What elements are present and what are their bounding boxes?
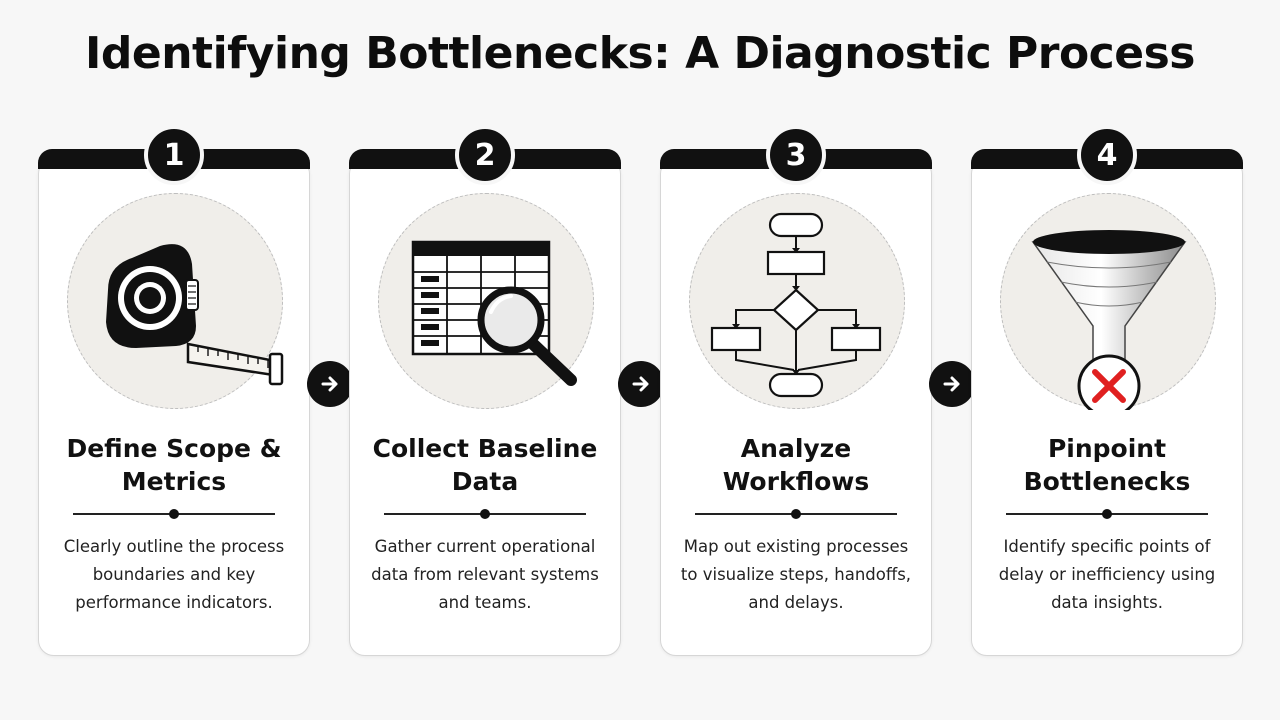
step-number-badge: 2 (455, 125, 515, 185)
tape-measure-icon (106, 244, 284, 386)
funnel-blocked-icon (1031, 230, 1187, 410)
step-heading: Analyze Workflows (722, 434, 870, 496)
divider (73, 509, 275, 519)
flowchart-icon (710, 212, 882, 398)
data-table-magnifier-icon (411, 240, 577, 386)
step-illustration (67, 193, 284, 409)
step-heading: Define Scope &Metrics (66, 434, 282, 496)
step-description: Clearly outline the process boundaries a… (63, 537, 285, 612)
step-number-badge: 1 (144, 125, 204, 185)
step-card-2: 2 (349, 125, 621, 656)
step-number-badge: 4 (1077, 125, 1137, 185)
step-number-badge: 3 (766, 125, 826, 185)
step-illustration (378, 193, 594, 409)
step-description: Gather current operational data from rel… (371, 537, 599, 612)
step-illustration (1000, 193, 1216, 410)
arrow-right-icon (618, 361, 664, 407)
step-description: Map out existing processes to visualize … (680, 537, 912, 612)
step-card-1: 1 (38, 125, 310, 656)
step-illustration (689, 193, 905, 409)
step-card-3: 3 (660, 125, 932, 656)
divider (1006, 509, 1208, 519)
divider (695, 509, 897, 519)
page-title: Identifying Bottlenecks: A Diagnostic Pr… (85, 28, 1195, 79)
arrow-right-icon (929, 361, 975, 407)
divider (384, 509, 586, 519)
step-description: Identify specific points of delay or ine… (998, 537, 1216, 612)
arrow-right-icon (307, 361, 353, 407)
